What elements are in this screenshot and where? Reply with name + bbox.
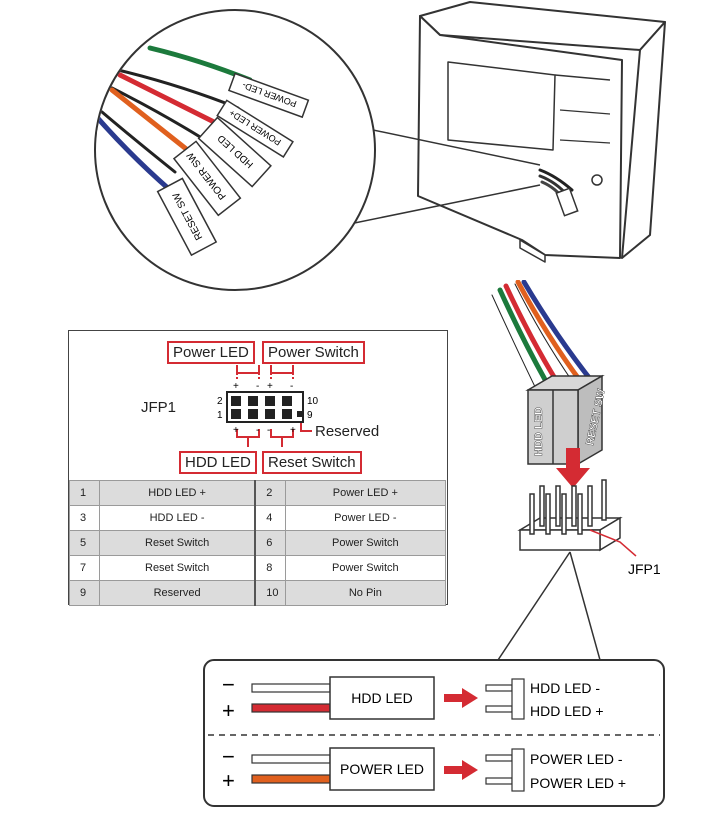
table-row: 7 Reset Switch 8 Power Switch bbox=[69, 555, 447, 581]
pin-header-graphic: + - + - 2 1 10 9 + - - + bbox=[217, 365, 319, 447]
case-cable-plug bbox=[555, 187, 579, 217]
table-row: 3 HDD LED - 4 Power LED - bbox=[69, 505, 447, 531]
arrow-right-icon bbox=[444, 688, 478, 708]
pin-cell: 8 bbox=[254, 555, 286, 581]
pin-number-1: 1 bbox=[217, 410, 223, 421]
pin-label-cell: HDD LED + bbox=[99, 480, 256, 506]
pin-cell: 10 bbox=[254, 580, 286, 606]
reserved-label: Reserved bbox=[315, 423, 380, 440]
pc-case bbox=[417, 1, 666, 263]
pin-label-cell: Reset Switch bbox=[99, 555, 256, 581]
pin-label-cell: HDD LED - bbox=[99, 505, 256, 531]
polarity-plus-top-2: + bbox=[267, 381, 273, 392]
polarity-minus-bottom-1: - bbox=[256, 425, 259, 436]
led-polarity-box: − + HDD LED HDD LED - HDD LED + − + POWE… bbox=[203, 659, 665, 807]
pin-number-10: 10 bbox=[307, 396, 319, 407]
polarity-plus-bottom-2: + bbox=[290, 425, 296, 436]
pin-cell: 5 bbox=[69, 530, 100, 556]
pin-label-power-plus: POWER LED + bbox=[530, 775, 626, 791]
jfp1-callout-line bbox=[589, 529, 637, 557]
pin-cell: 9 bbox=[69, 580, 100, 606]
jfp1-pin-panel: Power LED Power Switch JFP1 + - + - 2 1 … bbox=[68, 330, 448, 606]
cable-plug bbox=[525, 374, 605, 466]
polarity-minus-top-2: - bbox=[290, 381, 293, 392]
pin-label-hdd-minus: HDD LED - bbox=[530, 680, 600, 696]
insert-arrow-icon bbox=[556, 448, 590, 488]
wire-white-hdd bbox=[251, 683, 331, 693]
pin-cell: 7 bbox=[69, 555, 100, 581]
pin-label-cell: Reserved bbox=[99, 580, 256, 606]
minus-symbol-power: − bbox=[222, 744, 235, 769]
pins-power bbox=[485, 748, 525, 792]
polarity-plus-top-1: + bbox=[233, 381, 239, 392]
pin-cell: 3 bbox=[69, 505, 100, 531]
pin-label-cell: Power Switch bbox=[284, 530, 447, 556]
pin-label-hdd-plus: HDD LED + bbox=[530, 703, 604, 719]
block-label-power-led: POWER LED bbox=[340, 761, 424, 777]
polarity-plus-bottom-1: + bbox=[233, 425, 239, 436]
pin-label-cell: Power Switch bbox=[284, 555, 447, 581]
wire-red-hdd bbox=[251, 703, 331, 713]
pin-label-cell: Reset Switch bbox=[99, 530, 256, 556]
block-hdd-led bbox=[329, 676, 435, 720]
plus-symbol-power: + bbox=[222, 768, 235, 793]
pin-cell: 4 bbox=[254, 505, 286, 531]
wire-orange-power bbox=[251, 774, 331, 784]
jfp1-callout-label: JFP1 bbox=[628, 561, 661, 577]
pin-label-cell: Power LED - bbox=[284, 505, 447, 531]
table-row: 9 Reserved 10 No Pin bbox=[69, 580, 447, 606]
tag-power-led: Power LED bbox=[167, 341, 255, 364]
motherboard-header bbox=[517, 479, 623, 552]
pin-number-9: 9 bbox=[307, 410, 313, 421]
detail-callout-lines bbox=[497, 551, 601, 660]
tag-hdd-led: HDD LED bbox=[179, 451, 257, 474]
polarity-minus-bottom-2: - bbox=[267, 425, 270, 436]
pin-cell: 6 bbox=[254, 530, 286, 556]
table-row: 5 Reset Switch 6 Power Switch bbox=[69, 530, 447, 556]
pin-cell: 1 bbox=[69, 480, 100, 506]
header-connection-illustration: HDD LED RESET SW JFP1 bbox=[491, 280, 661, 660]
pin-label-cell: No Pin bbox=[284, 580, 447, 606]
block-label-hdd-led: HDD LED bbox=[351, 690, 412, 706]
header-name-label: JFP1 bbox=[141, 399, 177, 416]
table-row: 1 HDD LED + 2 Power LED + bbox=[69, 480, 447, 506]
polarity-minus-top-1: - bbox=[256, 381, 259, 392]
plus-symbol-hdd: + bbox=[222, 698, 235, 723]
arrow-right-icon bbox=[444, 760, 478, 780]
tag-power-switch: Power Switch bbox=[262, 341, 365, 364]
case-illustration: POWER LED- POWER LED+ HDD LED POWER SW R… bbox=[94, 1, 666, 291]
pins-hdd bbox=[485, 678, 525, 720]
pin-cell: 2 bbox=[254, 480, 286, 506]
block-power-led bbox=[329, 747, 435, 791]
pin-number-2: 2 bbox=[217, 396, 223, 407]
plug-label-hdd-led: HDD LED bbox=[533, 407, 545, 456]
pin-assignment-table: 1 HDD LED + 2 Power LED + 3 HDD LED - 4 … bbox=[69, 480, 447, 606]
pin-label-power-minus: POWER LED - bbox=[530, 751, 623, 767]
minus-symbol-hdd: − bbox=[222, 672, 235, 697]
wire-white-power bbox=[251, 754, 331, 764]
tag-reset-switch: Reset Switch bbox=[262, 451, 362, 474]
pin-label-cell: Power LED + bbox=[284, 480, 447, 506]
